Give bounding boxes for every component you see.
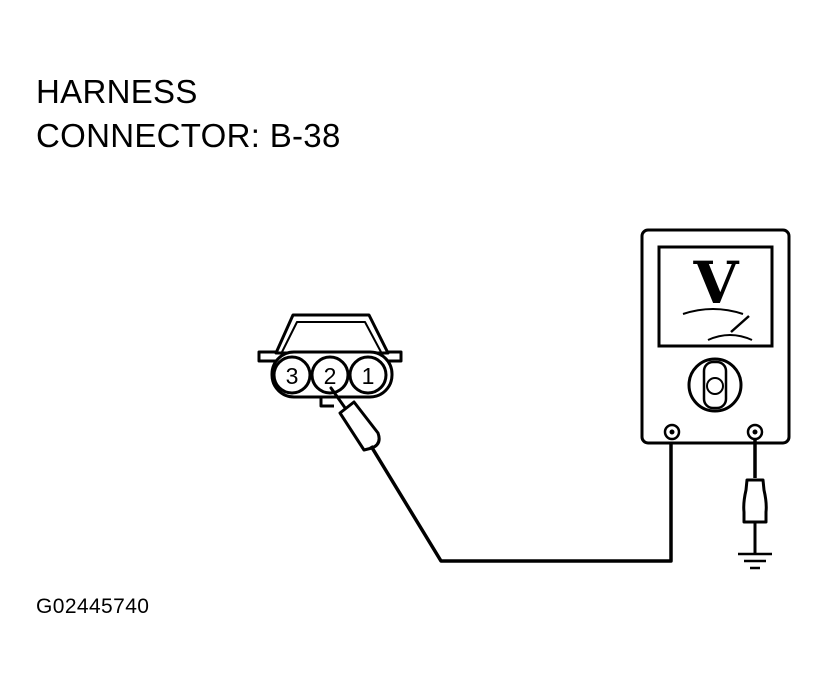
pin-label-3: 3: [286, 363, 299, 389]
connector-housing-inner: [281, 321, 382, 353]
meter-needle-pivot: [707, 334, 753, 341]
meter-terminal-negative-dot: [752, 429, 758, 435]
pin-label-2: 2: [324, 363, 337, 389]
connector-pin-2: [310, 355, 350, 395]
harness-connector: [257, 313, 403, 408]
test-lead-wire: [369, 433, 673, 563]
meter-terminal-positive-dot: [669, 429, 675, 435]
connector-pin-1: [348, 355, 388, 395]
title-line-1: HARNESS: [36, 73, 198, 110]
figure-id: G02445740: [36, 595, 150, 618]
meter-needle: [730, 315, 750, 333]
connector-right-tab: [388, 350, 403, 363]
meter-scale-arc: [682, 308, 744, 315]
diagram-title: HARNESS CONNECTOR: B-38: [36, 70, 341, 158]
voltmeter: [640, 228, 791, 445]
meter-display: [657, 245, 774, 348]
connector-latch: [319, 397, 334, 408]
meter-symbol: V: [692, 249, 739, 317]
connector-pin-3: [272, 355, 312, 395]
ground-symbol-icon: [738, 552, 772, 570]
meter-knob-center: [706, 377, 724, 395]
connector-left-tab: [257, 350, 276, 363]
ground-clip: [742, 478, 768, 524]
ground-lead: [742, 440, 768, 553]
probe-handle: [338, 400, 381, 452]
pin-label-1: 1: [362, 363, 375, 389]
title-line-2: CONNECTOR: B-38: [36, 117, 341, 154]
